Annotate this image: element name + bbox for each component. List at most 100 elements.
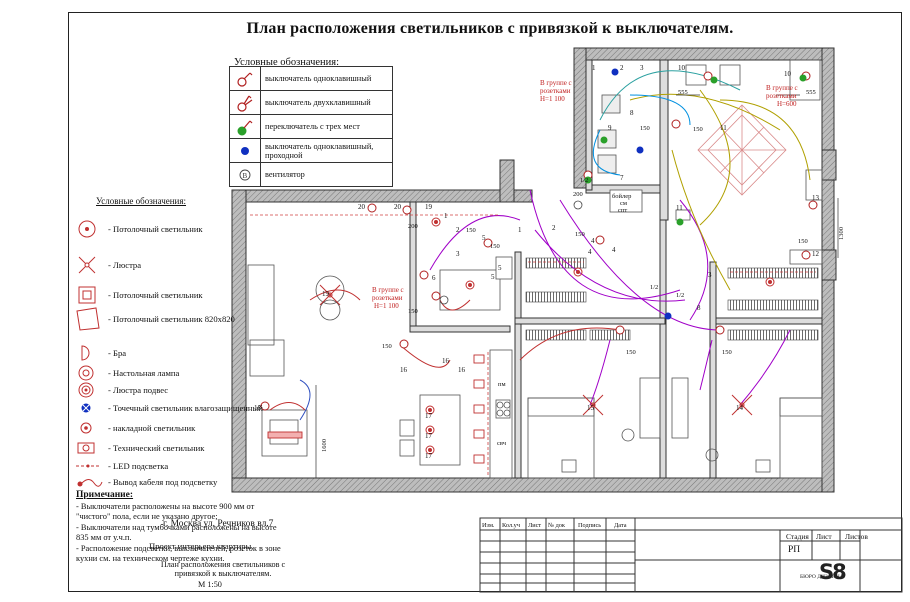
logo-mark: S8 xyxy=(819,560,847,584)
legend-label: переключатель с трех мест xyxy=(265,122,360,131)
num: 13 xyxy=(812,194,820,202)
appliance-svch: свч xyxy=(497,440,507,447)
stamp-stage-value: РП xyxy=(788,545,801,555)
plan-labels: В группе с розетками Н=1 100 В группе с … xyxy=(254,64,845,460)
num: 5 xyxy=(482,234,486,242)
table-lamp-icon xyxy=(78,365,94,381)
legend-label: выключатель одноклавишный, проходной xyxy=(265,141,374,160)
boiler-1: бойлер xyxy=(612,193,631,200)
num: 5 xyxy=(498,264,502,272)
num: 19 xyxy=(322,290,330,298)
stamp-sheet-title-1: План расположения светильников с xyxy=(160,560,286,569)
stamp-scale: М 1:50 xyxy=(198,580,222,589)
legend-item-label: - Вывод кабеля под подсветку xyxy=(108,476,218,487)
dim: 150 xyxy=(798,238,808,245)
num: 6 xyxy=(432,274,436,282)
num: 16 xyxy=(400,366,408,374)
sconce-icon xyxy=(81,345,90,361)
legend-item-label: - Потолочный светильник xyxy=(108,289,203,300)
num: 2 xyxy=(620,64,624,72)
legend-item: - Потолочный светильник xyxy=(74,284,203,306)
num: 1 xyxy=(518,226,522,234)
stamp-list-heading: Лист xyxy=(816,532,832,541)
three-way-switch-markers xyxy=(584,74,807,226)
legend-item: - Люстра xyxy=(74,254,141,276)
num: 12 xyxy=(812,250,820,258)
cable-outlet-icon xyxy=(77,479,103,487)
technical-light-icon xyxy=(77,442,95,454)
num: 17 xyxy=(425,432,433,440)
num: 4 xyxy=(612,246,616,254)
dim: 150 xyxy=(693,126,703,133)
legend-item: - Точечный светильник влагозащищенный xyxy=(74,400,263,416)
furniture xyxy=(247,59,823,479)
stamp-sheet-title-2: привязкой к выключателям. xyxy=(174,569,272,578)
fixtures xyxy=(260,68,818,464)
legend-top: выключатель одноклавишный выключатель дв… xyxy=(229,66,393,187)
note-line: - Расположение подсветки, выключателей, … xyxy=(76,544,281,563)
num: 1/2 xyxy=(580,177,588,184)
appliance-pm: пм xyxy=(498,381,506,388)
legend-item-label: - Бра xyxy=(108,347,127,358)
pendant-chandelier-icon xyxy=(78,382,94,398)
num: 3 xyxy=(456,250,460,258)
dim: 200 xyxy=(408,223,418,230)
num: 1 xyxy=(444,212,448,220)
num: 1/2 xyxy=(676,292,684,299)
legend-item-label: - накладной светильник xyxy=(108,422,196,433)
legend-item-label: - Люстра подвес xyxy=(108,384,169,395)
stamp-lists-heading: Листов xyxy=(845,532,868,541)
dim: 150 xyxy=(408,308,418,315)
num: 4 xyxy=(588,248,592,256)
legend-item: - Вывод кабеля под подсветку xyxy=(74,474,217,490)
group-right-1: В группе с xyxy=(766,84,798,92)
num: 2 xyxy=(456,226,460,234)
legend-item-label: - Люстра xyxy=(108,259,142,270)
num: 16 xyxy=(458,366,466,374)
num: 10 xyxy=(784,70,792,78)
wiring xyxy=(269,70,811,421)
legend-item-label: - Потолочный светильник 820x820 xyxy=(108,313,235,324)
num: 11 xyxy=(720,124,727,132)
switch-markers xyxy=(260,71,818,411)
num: 1 xyxy=(592,64,596,72)
walls xyxy=(231,47,837,493)
stamp-address: г. Москва ул. Речников вл.7 xyxy=(163,519,274,529)
legend-item-label: - Технический светильник xyxy=(108,442,205,453)
num: 10 xyxy=(678,64,686,72)
legend-label: выключатель одноклавишный xyxy=(265,74,372,83)
num: 3 xyxy=(708,271,712,279)
title-block-header: Изм. Кол.уч Лист № док Подпись Дата xyxy=(482,522,627,529)
legend-row: выключатель двухклавишный xyxy=(230,91,392,115)
num: 4 xyxy=(591,237,595,245)
group-left-3: Н=1 100 xyxy=(374,302,399,310)
legend-row: переключатель с трех мест xyxy=(230,115,392,139)
legend-label: вентилятор xyxy=(265,170,305,179)
legend-item-label: - Точечный светильник влагозащищенный xyxy=(108,402,263,413)
stamp-h-izm: Изм. xyxy=(482,522,495,529)
stamp-stage-heading: Стадия xyxy=(786,532,809,541)
note-line: - Выключатели расположены на высоте 900 … xyxy=(76,502,255,521)
surface-light-icon xyxy=(425,217,775,455)
num: 20 xyxy=(394,203,402,211)
dim: 555 xyxy=(678,89,688,96)
num: 7 xyxy=(620,174,624,182)
dim-vertical: 1600 xyxy=(321,439,328,452)
svg-text:B: B xyxy=(243,172,248,180)
dimension-lines xyxy=(315,94,839,478)
legend-item: - Потолочный светильник xyxy=(74,218,203,240)
dim: 150 xyxy=(466,227,476,234)
num: 1/2 xyxy=(650,284,658,291)
num: 9 xyxy=(608,124,612,132)
num: 17 xyxy=(425,412,433,420)
num: 17 xyxy=(425,452,433,460)
num: 15 xyxy=(587,404,595,412)
legend-item-label: - Настольная лампа xyxy=(108,367,180,378)
group-left-2: розетками xyxy=(372,294,403,302)
legend-item-label: - LED подсветка xyxy=(108,460,169,471)
group-center-1: В группе с xyxy=(540,79,572,87)
num: 18 xyxy=(254,404,262,412)
single-switch-icon xyxy=(237,72,253,87)
dim-vertical: 1300 xyxy=(838,227,845,240)
